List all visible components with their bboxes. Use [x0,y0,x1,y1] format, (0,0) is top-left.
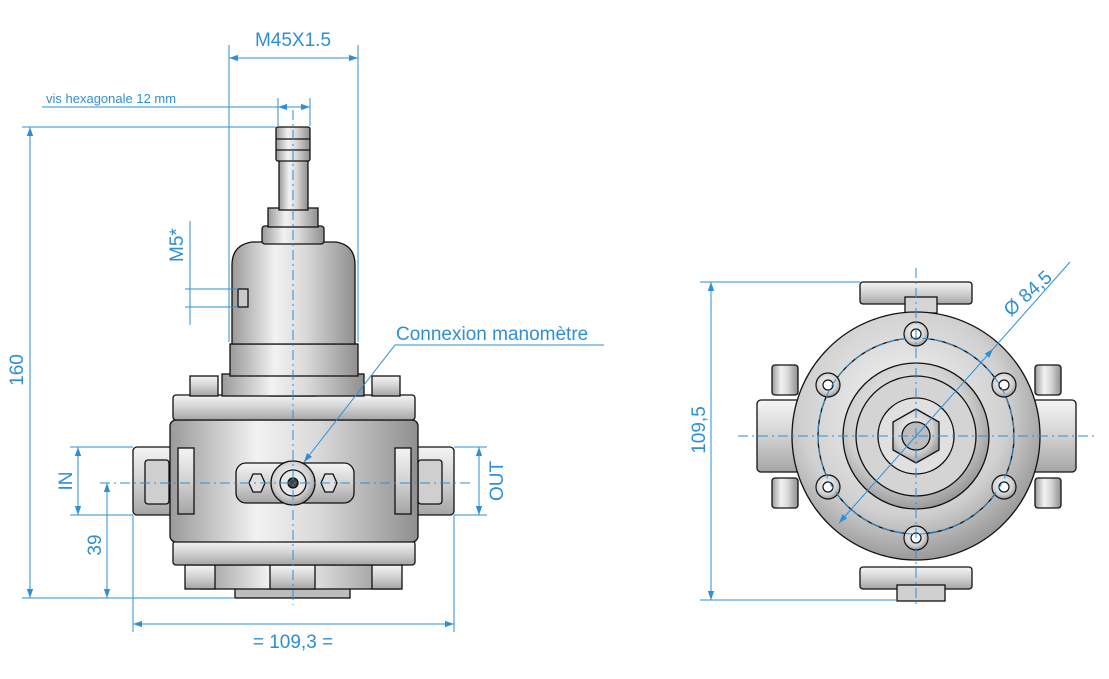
overall-width-label: = 109,3 = [253,632,333,653]
front-view [132,126,455,599]
outlet-label: OUT [487,461,508,502]
upper-flange [172,394,416,421]
thread-size-label: M45X1.5 [255,30,331,51]
overall-height-label: 160 [7,354,28,386]
inlet-label: IN [56,472,77,491]
port-height-label: 39 [85,534,106,555]
lower-flange [172,540,416,566]
hex-screw-label: vis hexagonale 12 mm [46,91,176,106]
gauge-connection-label: Connexion manomètre [396,324,588,345]
side-height-label: 109,5 [689,406,710,454]
front-centerlines [100,110,470,605]
front-dimensions [22,45,604,632]
m5-label: M5* [167,228,188,262]
diameter-label: Ø 84,5 [1000,267,1056,321]
side-dimensions [700,261,1094,605]
